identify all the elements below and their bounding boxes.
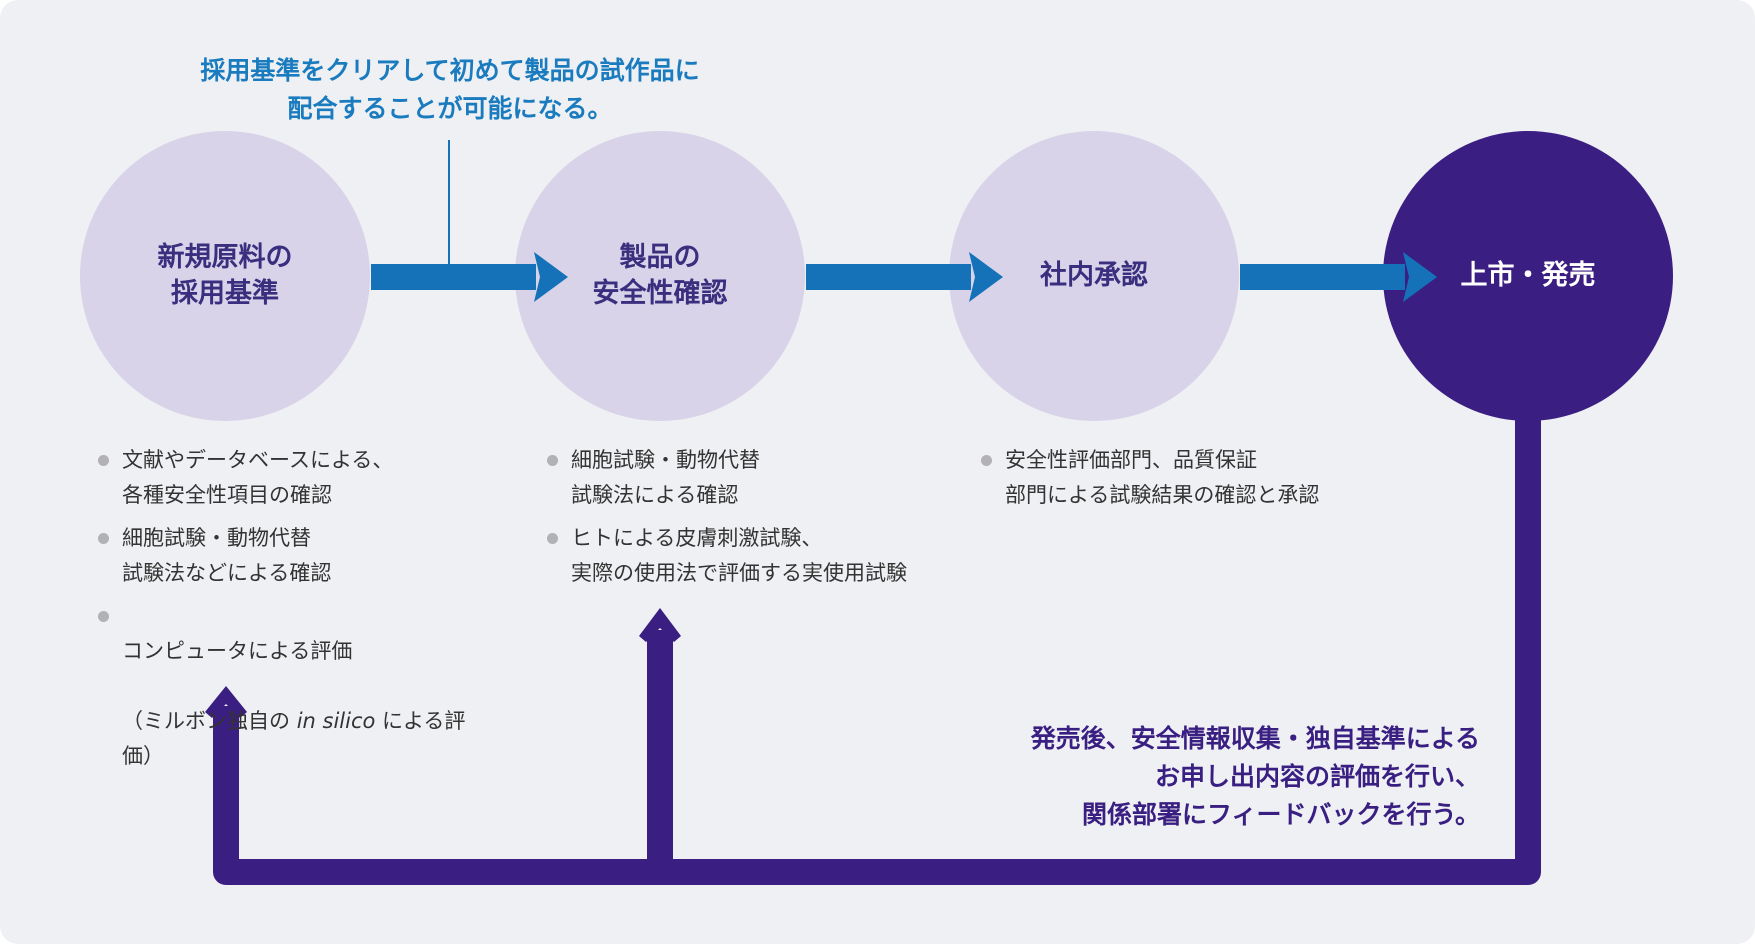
list-item: コンピュータによる評価 （ミルボン独自の in silico による評価） <box>98 599 498 774</box>
list-item: 文献やデータベースによる、 各種安全性項目の確認 <box>98 443 498 513</box>
top-note: 採用基準をクリアして初めて製品の試作品に 配合することが可能になる。 <box>200 56 700 123</box>
list-item: ヒトによる皮膚刺激試験、 実際の使用法で評価する実使用試験 <box>547 521 967 591</box>
internal-approval-bullet-list: 安全性評価部門、品質保証 部門による試験結果の確認と承認 <box>981 443 1381 521</box>
safety-check-bullet-list: 細胞試験・動物代替 試験法による確認 ヒトによる皮膚刺激試験、 実際の使用法で評… <box>547 443 967 599</box>
stage-circle-launch <box>1383 131 1673 421</box>
stage-circle-safety-check <box>515 131 805 421</box>
list-item: 安全性評価部門、品質保証 部門による試験結果の確認と承認 <box>981 443 1381 513</box>
forward-arrow-3 <box>1240 252 1437 302</box>
forward-arrow-1 <box>371 252 568 302</box>
feedback-arrowhead-to-criteria <box>205 686 247 718</box>
material-criteria-bullet-list: 文献やデータベースによる、 各種安全性項目の確認 細胞試験・動物代替 試験法など… <box>98 443 498 782</box>
stage-label-material-criteria: 新規原料の 採用基準 <box>157 242 293 309</box>
stage-label-internal-approval: 社内承認 <box>1040 260 1148 291</box>
feedback-note: 発売後、安全情報収集・独自基準による お申し出内容の評価を行い、 関係部署にフィ… <box>1030 724 1480 829</box>
stage-label-launch: 上市・発売 <box>1460 260 1596 291</box>
bullet-line-suffix: による評価） <box>122 709 466 768</box>
bullet-line-prefix: （ミルボン独自の <box>122 709 297 733</box>
forward-arrow-2 <box>806 252 1003 302</box>
stage-circle-internal-approval <box>949 131 1239 421</box>
stage-label-safety-check: 製品の 安全性確認 <box>592 242 728 309</box>
stage-circle-material-criteria <box>80 131 370 421</box>
in-silico-text: in silico <box>296 709 376 733</box>
feedback-line <box>213 420 1541 885</box>
list-item: 細胞試験・動物代替 試験法などによる確認 <box>98 521 498 591</box>
feedback-arrowhead-to-safety-check <box>639 608 681 642</box>
bullet-line: コンピュータによる評価 <box>122 639 353 663</box>
list-item: 細胞試験・動物代替 試験法による確認 <box>547 443 967 513</box>
